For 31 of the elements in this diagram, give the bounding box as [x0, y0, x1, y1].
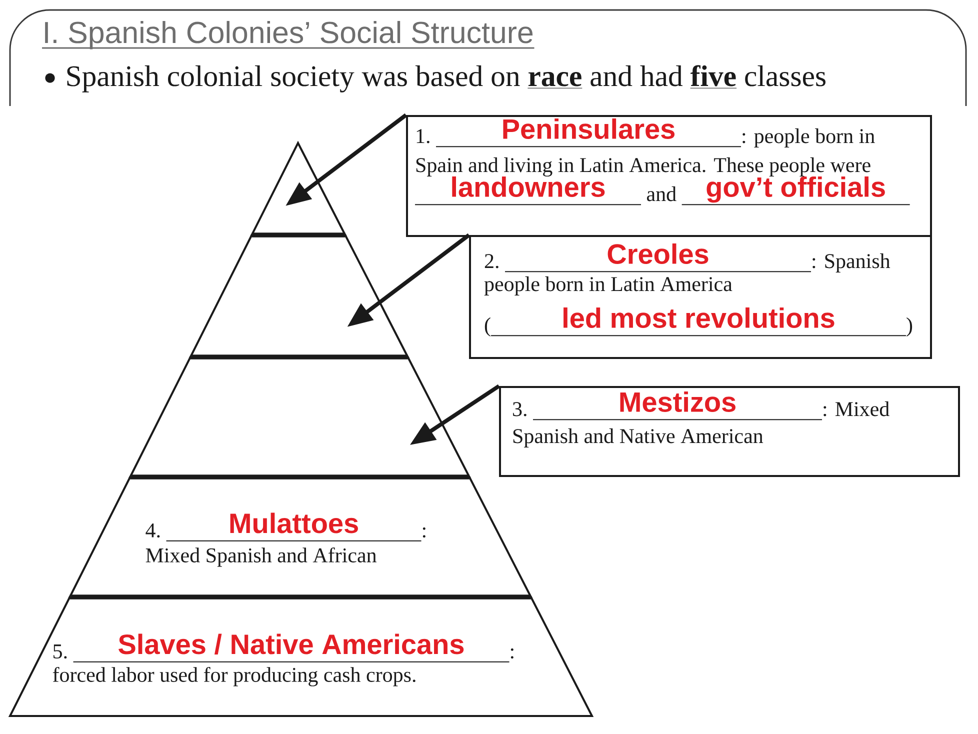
answer-text: gov’t officials	[706, 176, 885, 203]
description-text: : Spanish	[812, 253, 890, 272]
answer-text: Mulattoes	[230, 512, 358, 534]
parenthesis: )	[906, 317, 912, 336]
item-number: 3.	[513, 402, 526, 416]
description-text: : Mixed	[824, 401, 890, 416]
description-text: people born in Latin America	[484, 276, 732, 296]
slide-title: I. Spanish Colonies’ Social Structure	[42, 20, 534, 50]
answer-text: Mestizos	[620, 391, 736, 412]
answer-text: landowners	[452, 176, 605, 197]
description-text: Spain and living in Latin America. These people were	[416, 157, 870, 177]
answer-text: led most revolutions	[564, 307, 834, 328]
bullet-text: Spanish colonial society was based on race and had five classes	[67, 65, 826, 92]
parenthesis: (	[484, 317, 490, 336]
punctuation: :	[422, 527, 426, 538]
answer-text: Creoles	[608, 243, 708, 264]
item-number: 1.	[416, 129, 430, 144]
punctuation: :	[510, 648, 514, 659]
definition-box	[499, 386, 960, 477]
item-number: 4.	[146, 523, 160, 538]
item-number: 5.	[53, 644, 67, 659]
description-text: : people born in	[742, 128, 875, 148]
definition-box	[469, 235, 932, 359]
body-text: and	[646, 186, 676, 202]
answer-text: Slaves / Native Americans	[118, 634, 464, 655]
item-number: 2.	[484, 254, 498, 268]
description-text: Mixed Spanish and African	[146, 547, 376, 567]
definition-box	[406, 115, 932, 237]
description-text: forced labor used for producing cash crops.	[52, 666, 416, 686]
description-text: Spanish and Native American	[513, 428, 764, 448]
answer-text: Peninsulares	[503, 118, 674, 139]
